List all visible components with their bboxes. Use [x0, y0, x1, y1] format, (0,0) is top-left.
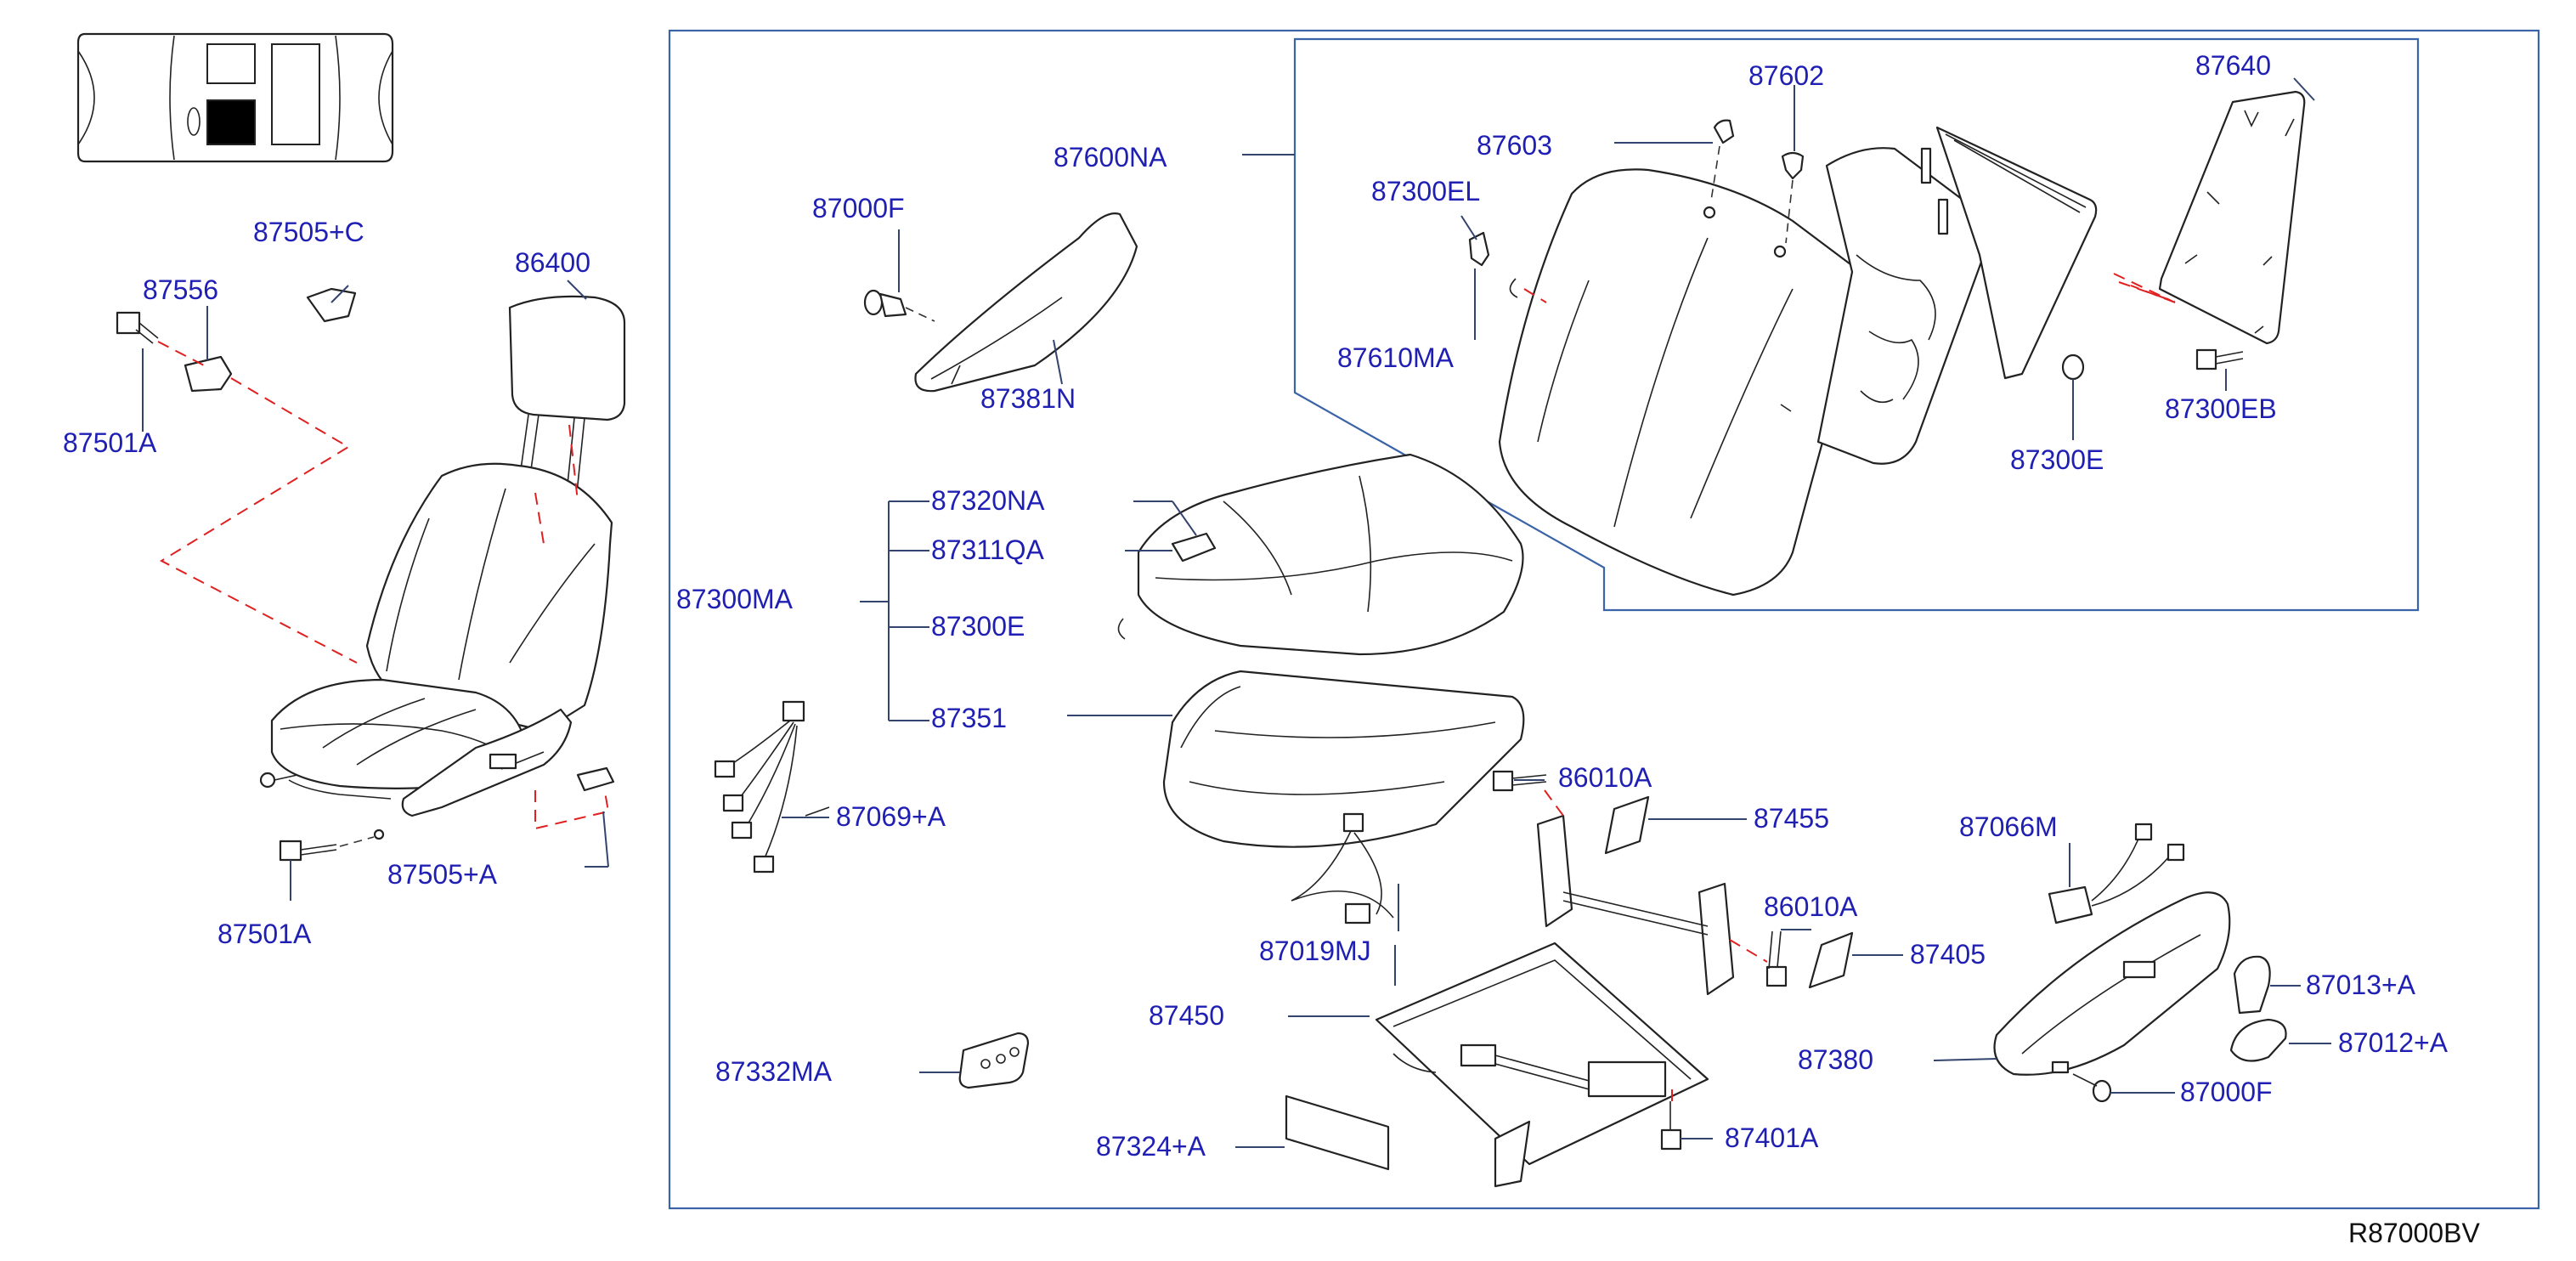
- label-87455: 87455: [1754, 803, 1829, 834]
- main-frame: [668, 29, 2540, 1210]
- seatback-board-illustration: [1935, 126, 2098, 380]
- diagram-reference-code: R87000BV: [2348, 1218, 2480, 1248]
- bolt-icon: [1660, 1101, 1682, 1151]
- label-87000f-bottom: 87000F: [2180, 1077, 2273, 1107]
- label-87300ma: 87300MA: [676, 584, 794, 614]
- label-87640: 87640: [2195, 50, 2271, 81]
- label-87311qa: 87311QA: [931, 534, 1045, 565]
- bolt-icon: [1765, 930, 1788, 987]
- label-87000f-top: 87000F: [812, 193, 905, 223]
- harness-87069-illustration: [714, 700, 830, 874]
- bolt-icon: [116, 311, 159, 344]
- label-87380: 87380: [1798, 1044, 1873, 1075]
- label-87300e-mid: 87300E: [931, 611, 1025, 642]
- bolt-icon: [2195, 348, 2244, 370]
- label-87603: 87603: [1477, 130, 1552, 161]
- label-87013a: 87013+A: [2306, 970, 2416, 1000]
- label-87351: 87351: [931, 703, 1007, 733]
- label-87066m: 87066M: [1959, 811, 2058, 842]
- label-87501a-top: 87501A: [63, 427, 157, 458]
- hook-icon: [1781, 151, 1805, 180]
- clip-icon: [1468, 231, 1490, 267]
- label-87069a: 87069+A: [836, 801, 946, 832]
- leader-lines-seatback: [1242, 77, 2315, 440]
- label-86010a-top: 86010A: [1558, 762, 1652, 793]
- seat-assembly-illustration: [116, 287, 626, 862]
- part-labels: 87505+C 87556 86400 87501A 87505+A 87501…: [63, 50, 2480, 1248]
- label-87320na: 87320NA: [931, 485, 1045, 516]
- label-87332ma: 87332MA: [715, 1056, 833, 1087]
- cushion-pad-illustration: [1162, 670, 1525, 848]
- label-86010a-mid: 86010A: [1764, 891, 1858, 922]
- clip-icon: [1117, 618, 1126, 640]
- label-87324a: 87324+A: [1096, 1131, 1206, 1162]
- label-87600na: 87600NA: [1054, 142, 1167, 172]
- seatback-subframe: [1293, 37, 2420, 612]
- side-shield-illustration: [914, 212, 1138, 393]
- seatback-trim-illustration: [1498, 168, 1867, 597]
- label-86400: 86400: [515, 247, 590, 278]
- rear-board-illustration: [2158, 90, 2306, 345]
- label-87602: 87602: [1748, 60, 1824, 91]
- bolt-icon: [279, 840, 337, 862]
- group-bracket: [860, 500, 1197, 721]
- label-87505c: 87505+C: [253, 217, 364, 247]
- leader-lines-left: [142, 280, 610, 901]
- knob-icon: [2229, 1018, 2287, 1062]
- vehicle-locator-icon: [76, 32, 394, 163]
- label-87381n: 87381N: [980, 383, 1076, 414]
- grommet-icon: [2061, 353, 2085, 381]
- label-87019mj: 87019MJ: [1259, 936, 1371, 966]
- label-87012a: 87012+A: [2338, 1027, 2449, 1058]
- cover-plate-icon: [1604, 795, 1650, 855]
- cushion-trim-illustration: [1137, 453, 1524, 656]
- label-sheet-87324-illustration: [1285, 1094, 1390, 1171]
- bolt-icon: [1492, 770, 1547, 792]
- knob-icon: [2233, 955, 2271, 1015]
- switch-87066-illustration: [2048, 823, 2185, 925]
- hook-icon: [1713, 119, 1735, 144]
- switch-panel-87332-illustration: [958, 1032, 1030, 1089]
- cover-plate-icon: [1808, 931, 1854, 989]
- label-87505a: 87505+A: [387, 859, 498, 890]
- harness-87019-illustration: [1291, 812, 1394, 925]
- label-87501a-bottom: 87501A: [217, 919, 312, 949]
- label-87401a: 87401A: [1725, 1122, 1819, 1153]
- screw-icon: [863, 289, 907, 318]
- label-87300e-right: 87300E: [2010, 444, 2104, 475]
- label-87300eb: 87300EB: [2165, 393, 2277, 424]
- label-87450: 87450: [1149, 1000, 1224, 1031]
- screw-icon: [2072, 1073, 2112, 1103]
- side-cover-87380-illustration: [1993, 891, 2231, 1076]
- clip-icon: [1509, 278, 1518, 298]
- label-87300el: 87300EL: [1371, 176, 1480, 206]
- label-87610ma: 87610MA: [1337, 342, 1455, 373]
- seat-frame-illustration: [1375, 814, 1735, 1188]
- label-87556: 87556: [143, 274, 218, 305]
- label-87405: 87405: [1910, 939, 1986, 970]
